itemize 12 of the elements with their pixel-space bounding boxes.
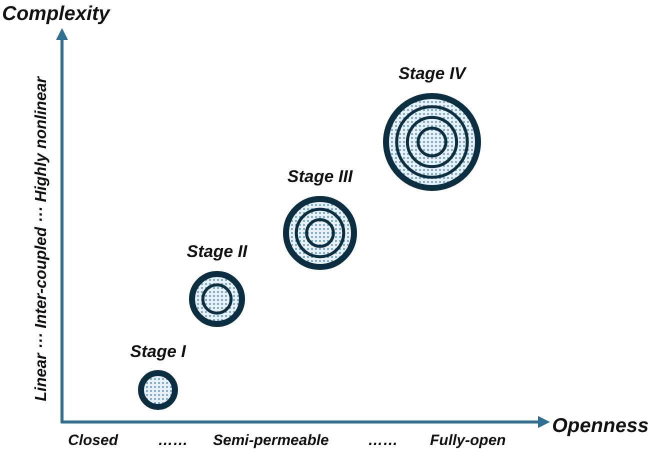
axis-tick-label: Closed: [68, 433, 118, 448]
axis-tick-label: Semi-permeable: [213, 433, 329, 448]
stage-label: Stage II: [186, 243, 248, 260]
ellipsis: ……: [158, 433, 188, 448]
stage-label: Stage IV: [398, 65, 466, 82]
axis-title: Complexity: [2, 4, 110, 24]
ellipsis: ……: [368, 433, 398, 448]
axis-tick-label: Fully-open: [430, 433, 506, 448]
stage-label: Stage III: [287, 168, 353, 185]
axis-title: Openness: [552, 416, 649, 436]
stage-label: Stage I: [130, 343, 186, 360]
axis-scale-label: Linear ··· Inter-coupled ··· Highly nonlinear: [34, 76, 50, 402]
